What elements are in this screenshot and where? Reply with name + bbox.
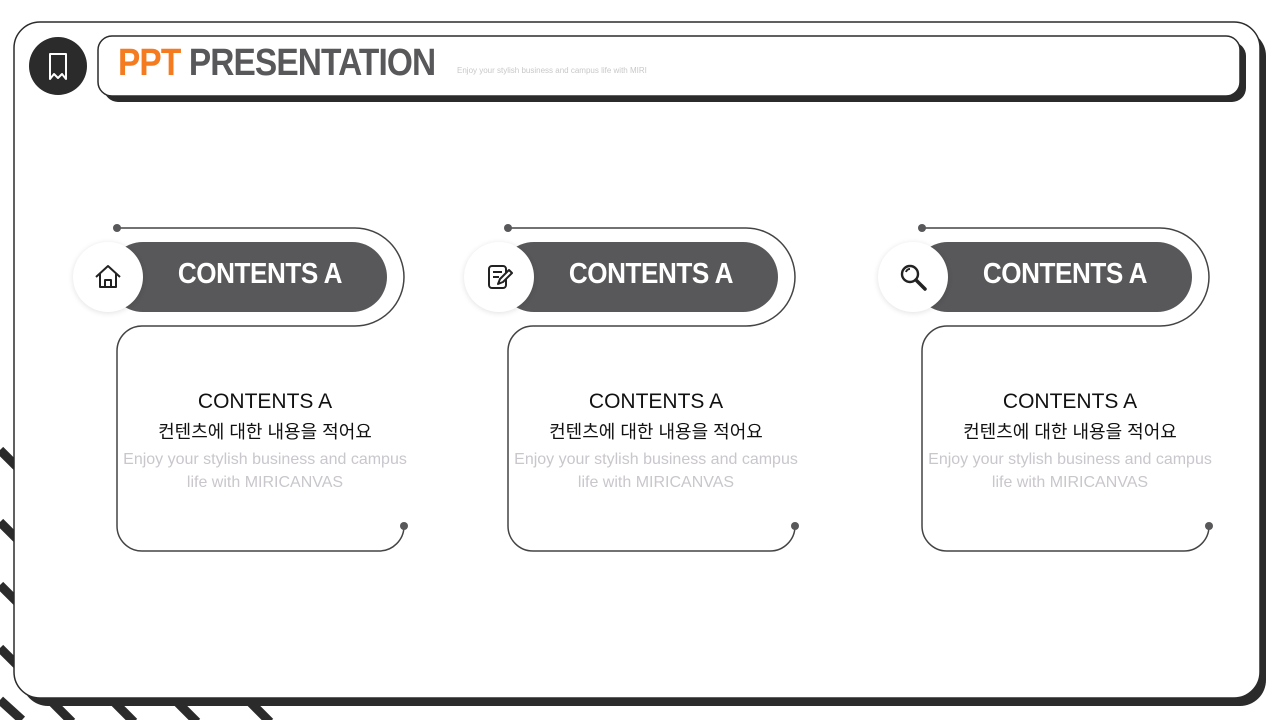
title-accent: PPT	[118, 42, 181, 84]
connector-dot	[1205, 522, 1213, 530]
content-card: CONTENTS A CONTENTS A 컨텐츠에 대한 내용을 적어요 En…	[60, 220, 420, 560]
content-card: CONTENTS A CONTENTS A 컨텐츠에 대한 내용을 적어요 En…	[865, 220, 1225, 560]
card-outline	[913, 224, 1213, 552]
bookmark-button	[29, 37, 87, 95]
title-pill	[108, 242, 387, 312]
pill-title: CONTENTS A	[177, 258, 343, 290]
connector-dot	[918, 224, 926, 232]
title-pill	[499, 242, 778, 312]
card-korean-text: 컨텐츠에 대한 내용을 적어요	[963, 422, 1177, 442]
icon-circle	[73, 242, 143, 312]
card-description: Enjoy your stylish business and campus l…	[123, 451, 407, 491]
card-heading: CONTENTS A	[1002, 390, 1138, 413]
card-korean-text: 컨텐츠에 대한 내용을 적어요	[549, 422, 763, 442]
card-heading: CONTENTS A	[588, 390, 724, 413]
connector-dot	[791, 522, 799, 530]
connector-dot	[504, 224, 512, 232]
page-title: PPT PRESENTATION	[118, 42, 436, 85]
card-heading: CONTENTS A	[197, 390, 333, 413]
connector-dot	[400, 522, 408, 530]
home-icon	[95, 265, 121, 288]
title-pill	[913, 242, 1192, 312]
search-icon	[900, 264, 927, 291]
edit-note-icon	[488, 265, 513, 289]
card-outline	[108, 224, 408, 552]
card-description: Enjoy your stylish business and campus l…	[928, 451, 1212, 491]
pill-title: CONTENTS A	[568, 258, 734, 290]
bookmark-icon	[49, 53, 67, 80]
icon-circle	[878, 242, 948, 312]
card-description: Enjoy your stylish business and campus l…	[514, 451, 798, 491]
card-korean-text: 컨텐츠에 대한 내용을 적어요	[158, 422, 372, 442]
icon-circle	[464, 242, 534, 312]
pill-title: CONTENTS A	[982, 258, 1148, 290]
content-card: CONTENTS A CONTENTS A 컨텐츠에 대한 내용을 적어요 En…	[451, 220, 811, 560]
connector-dot	[113, 224, 121, 232]
title-main: PRESENTATION	[188, 42, 436, 84]
page-subtitle: Enjoy your stylish business and campus l…	[457, 66, 647, 75]
card-outline	[499, 224, 799, 552]
